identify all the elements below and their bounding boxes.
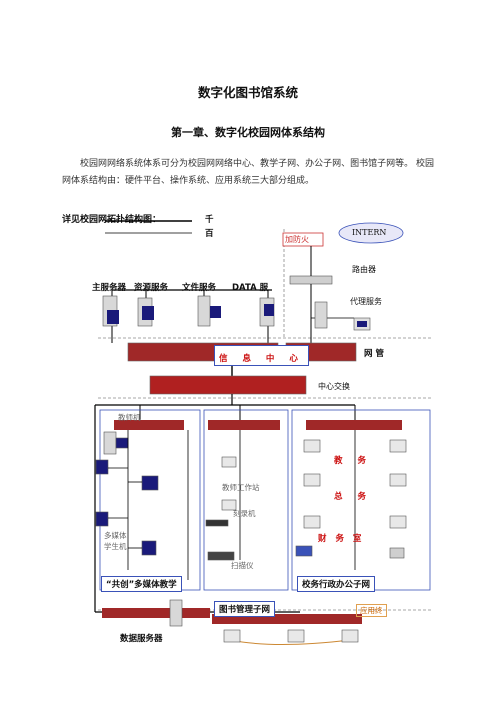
netmgmt-label: 网 管	[364, 349, 384, 359]
office-switch	[306, 420, 402, 430]
main-server-label: 主服务器	[92, 283, 127, 293]
document-title: 数字化图书馆系统	[197, 85, 298, 100]
topology-intro: 详见校园网拓扑结构图：	[62, 215, 162, 225]
server-tower-icon	[137, 297, 154, 327]
scanner-icon	[207, 551, 235, 561]
internet-label: INTERN	[352, 228, 387, 237]
teaching-subnet-label: “共创”多媒体教学	[101, 576, 182, 592]
file-server-label: 文件服务	[182, 283, 217, 293]
finance-office-label: 财 务 室	[318, 534, 365, 544]
server-tower-icon	[197, 295, 221, 327]
monitor-icon	[141, 475, 159, 491]
general-office-label: 总 务	[334, 492, 372, 502]
office-subnet-label: 校务行政办公子网	[297, 576, 376, 592]
netmgmt-pc-icon	[353, 317, 371, 331]
workstation-frame	[203, 409, 289, 591]
intro-paragraph: 校园网网络系统体系可分为校园网网络中心、教学子网、办公子网、图书馆子网等。 校园…	[62, 159, 434, 186]
info-center-label-box: 信 息 中 心	[214, 345, 309, 366]
office-pc-icon	[389, 515, 407, 529]
data-server-top-label: DATA 服	[232, 283, 269, 293]
proxy-label: 代理服务	[350, 297, 382, 306]
library-pc-icon	[341, 629, 359, 643]
recorder-icon	[205, 519, 229, 527]
monitor-icon	[95, 459, 109, 475]
server-tower-icon	[259, 297, 275, 327]
workstation-pc-icon	[221, 499, 237, 511]
scanner-label: 扫描仪	[231, 561, 254, 570]
library-pc-icon	[223, 629, 241, 643]
router-label: 路由器	[352, 265, 376, 274]
server-tower-icon	[102, 295, 119, 327]
legend-gigabit-label: 千	[205, 215, 214, 225]
workstation-switch	[208, 420, 280, 430]
workstation-label: 教师工作站	[222, 483, 260, 492]
workstation-pc-icon	[221, 456, 237, 468]
firewall-label: 加防火	[285, 235, 309, 244]
legend-100m-label: 百	[205, 229, 214, 239]
core-switch-label: 中心交换	[318, 382, 350, 391]
monitor-icon	[115, 437, 129, 449]
library-pc-icon	[287, 629, 305, 643]
library-switch	[102, 608, 210, 618]
router-icon	[289, 275, 333, 285]
scanner-device-icon	[295, 545, 313, 557]
core-switch	[149, 375, 307, 395]
teacher-pc-icon	[103, 431, 117, 455]
firewall-box	[282, 232, 324, 247]
office-pc-icon	[303, 439, 321, 453]
academic-office-label: 教 务	[334, 456, 372, 466]
info-center-label: 信 息 中 心	[219, 354, 304, 364]
app-terminal-label: 应用终	[356, 604, 387, 617]
teaching-switch	[114, 420, 184, 430]
office-pc-icon	[389, 439, 407, 453]
proxy-server-icon	[314, 301, 328, 329]
chapter-heading: 第一章、数字化校园网体系结构	[171, 126, 325, 139]
student-pc-label: 学生机	[104, 542, 127, 551]
monitor-icon	[141, 540, 157, 556]
data-server-icon	[169, 599, 183, 627]
internet-cloud-icon	[338, 222, 404, 244]
printer-icon	[389, 547, 405, 559]
office-pc-icon	[389, 473, 407, 487]
teacher-pc-label: 教师机	[118, 413, 141, 422]
library-subnet-label: 图书管理子网	[214, 601, 276, 617]
library-terminal-switch	[212, 614, 362, 624]
multimedia-label: 多媒体	[104, 531, 127, 540]
recorder-label: 刻录机	[233, 509, 256, 518]
office-pc-icon	[303, 515, 321, 529]
resource-server-label: 资源服务	[134, 283, 169, 293]
office-pc-icon	[303, 473, 321, 487]
monitor-icon	[95, 511, 109, 527]
data-server-label: 数据服务器	[120, 634, 163, 644]
